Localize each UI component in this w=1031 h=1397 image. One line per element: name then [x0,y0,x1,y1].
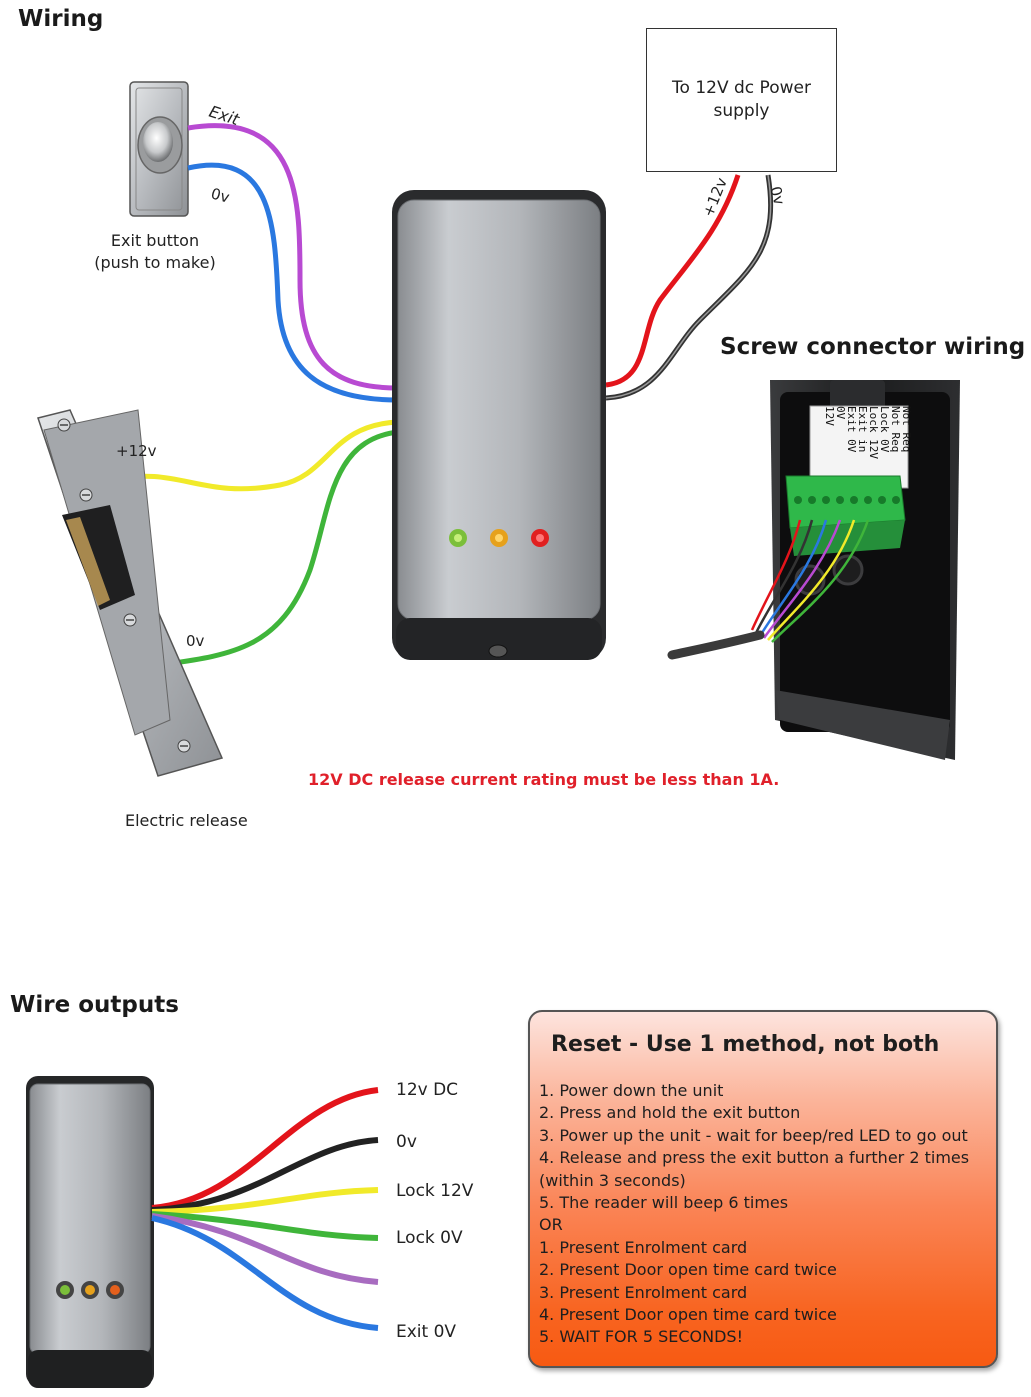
exit-button-caption: Exit button (push to make) [80,230,230,274]
psu-0v-label: 0v [766,184,788,207]
reset-step: 4. Release and press the exit button a f… [539,1148,970,1190]
output-wire-0v [151,1137,379,1213]
output-label-0v: 0v [396,1132,417,1152]
reset-step: 3. Power up the unit - wait for beep/red… [539,1125,968,1145]
screw-connector-heading: Screw connector wiring [720,334,1026,360]
exit-0v-wire [187,162,399,403]
psu-plus-wire [605,174,741,388]
electric-release-caption: Electric release [125,811,248,830]
current-rating-warning: 12V DC release current rating must be le… [308,770,780,789]
terminal-label-4: Lock 12V [867,406,880,459]
terminal-label-5: Exit in [856,406,869,452]
reset-step: 2. Present Door open time card twice [539,1260,837,1280]
output-label-exit-0v: Exit 0V [396,1322,457,1342]
wiring-heading: Wiring [18,6,104,32]
reset-steps-list: 1. Power down the unit 2. Press and hold… [539,1080,994,1349]
output-label-lock-0v: Lock 0V [396,1228,463,1248]
exit-button-caption-line1: Exit button [110,231,200,250]
exit-button-icon [129,81,189,217]
output-wire-exit0v [151,1215,379,1331]
reset-or: OR [539,1215,563,1235]
release-0v-label: 0v [186,632,205,650]
reset-step: 5. WAIT FOR 5 SECONDS! [539,1327,743,1347]
psu-0v-wire [605,174,774,401]
release-plus-wire [109,419,399,492]
exit-0v-label: 0v [209,184,232,206]
reset-step: 1. Power down the unit [539,1081,724,1100]
output-label-12v-dc: 12v DC [396,1080,459,1100]
reset-step: 3. Present Enrolment card [539,1282,748,1302]
release-plus-label: +12v [116,442,157,460]
electric-release-icon [37,409,224,777]
power-supply-box: To 12V dc Power supply [646,28,837,172]
reset-step: 1. Present Enrolment card [539,1237,748,1257]
output-wire-lock0v [151,1211,379,1241]
terminal-label-3: Lock 0V [878,406,891,453]
exit-wire [187,123,399,391]
terminal-label-6: Exit 0V [845,406,858,453]
screw-terminal-icon: Not Req Not Req Lock 0V Lock 12V Exit in… [667,380,960,760]
output-wire-purple [151,1213,379,1285]
output-label-lock-12v: Lock 12V [396,1181,474,1201]
reset-step: 5. The reader will beep 6 times [539,1193,789,1213]
reset-title: Reset - Use 1 method, not both [551,1032,940,1057]
output-reader-icon [26,1076,154,1388]
psu-plus-label: +12v [699,175,731,219]
terminal-label-2: Not Req [889,406,902,452]
release-0v-wire [159,429,399,668]
terminal-label-1: Not Req [900,406,913,452]
card-reader-icon [392,190,606,660]
reset-step: 2. Press and hold the exit button [539,1103,801,1123]
reset-instructions-box: Reset - Use 1 method, not both 1. Power … [528,1010,998,1368]
terminal-label-7: 0V [834,406,847,420]
wire-outputs-heading: Wire outputs [10,992,179,1018]
terminal-label-8: 12V [823,406,836,426]
output-wire-12v [151,1087,379,1211]
reset-step: 4. Present Door open time card twice [539,1305,837,1325]
exit-button-caption-line2: (push to make) [94,253,216,272]
output-wire-lock12v [151,1187,379,1215]
